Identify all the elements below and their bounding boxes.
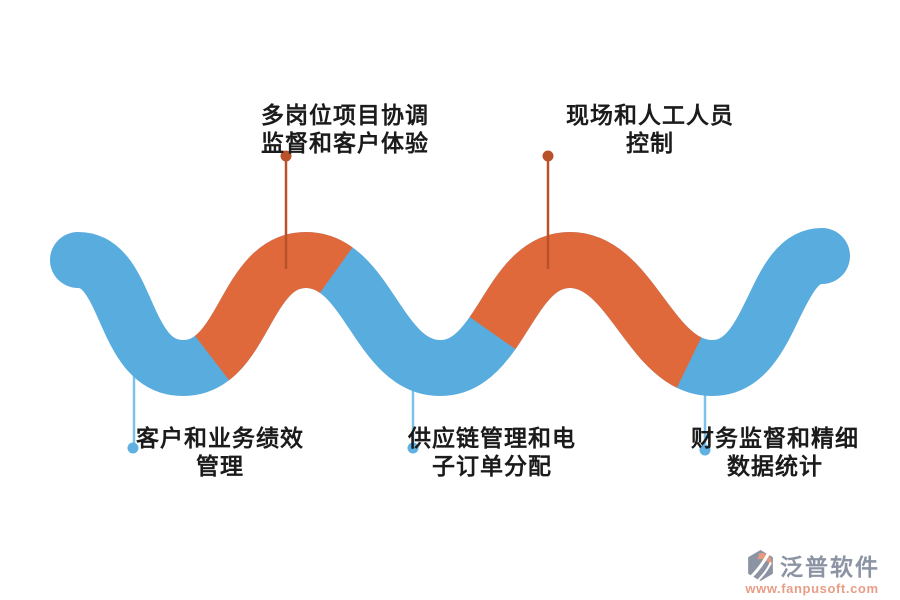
connector-dot-finance (699, 444, 711, 456)
logo-white-swoosh-2 (757, 561, 772, 581)
label-line: 监督和客户体验 (261, 130, 429, 156)
brand-url-link[interactable]: www.fanpusoft.com (745, 581, 879, 596)
brand-watermark: 泛普软件 www.fanpusoft.com (744, 548, 880, 596)
bottom-connector-dots (127, 442, 711, 456)
label-line: 数据统计 (727, 453, 823, 479)
brand-name: 泛普软件 (780, 554, 880, 580)
connector-dot-supply-chain (407, 442, 419, 454)
label-line: 供应链管理和电 (408, 425, 576, 451)
label-bottom-supply-chain-orders: 供应链管理和电 子订单分配 (332, 424, 652, 480)
fanpu-logo-badge-icon (748, 549, 773, 581)
wave-ribbon-blue (50, 228, 850, 396)
label-line: 客户和业务绩效 (136, 425, 304, 451)
label-top-multi-position-coordination: 多岗位项目协调 监督和客户体验 (185, 101, 505, 157)
label-line: 控制 (626, 130, 674, 156)
label-line: 多岗位项目协调 (261, 102, 429, 128)
connector-dot-multi-position (280, 150, 292, 162)
connector-dot-customer-performance (127, 442, 139, 454)
logo-white-swoosh (750, 551, 771, 578)
label-bottom-customer-performance: 客户和业务绩效 管理 (60, 424, 380, 480)
label-line: 子订单分配 (432, 453, 552, 479)
connector-dot-site-labor (542, 150, 554, 162)
label-line: 管理 (196, 453, 244, 479)
label-line: 现场和人工人员 (566, 102, 734, 128)
top-connectors (280, 150, 554, 269)
label-line: 财务监督和精细 (691, 425, 859, 451)
label-top-site-labor-control: 现场和人工人员 控制 (490, 101, 810, 157)
label-bottom-finance-statistics: 财务监督和精细 数据统计 (615, 424, 900, 480)
